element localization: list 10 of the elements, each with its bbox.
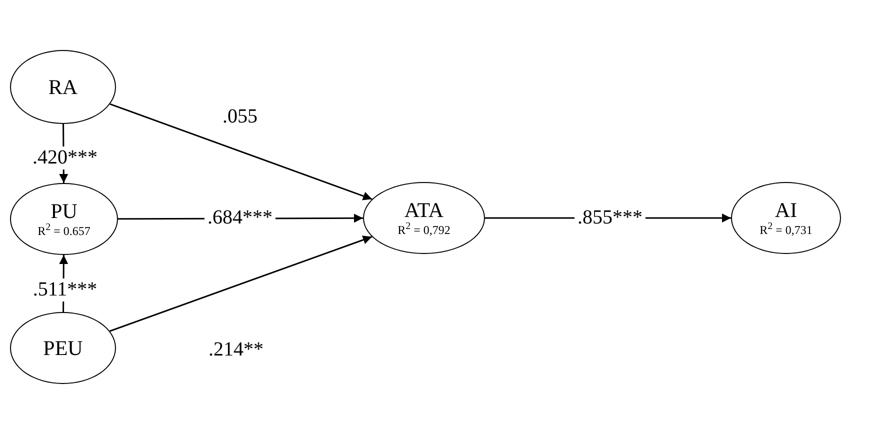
r-squared-value: R$^{2}$ = 0.657 [38, 222, 90, 238]
r-squared-value: R$^{2}$ = 0,792 [398, 220, 450, 238]
construct-name: ATA [404, 198, 444, 221]
construct-name: PU [50, 200, 78, 222]
r-squared-value: R$^{2}$ = 0,731 [760, 220, 812, 238]
construct-name: RA [48, 76, 78, 98]
construct-name: AI [774, 198, 798, 221]
arrow [110, 103, 372, 200]
arrow [110, 236, 372, 332]
construct-name: PEU [43, 336, 83, 360]
